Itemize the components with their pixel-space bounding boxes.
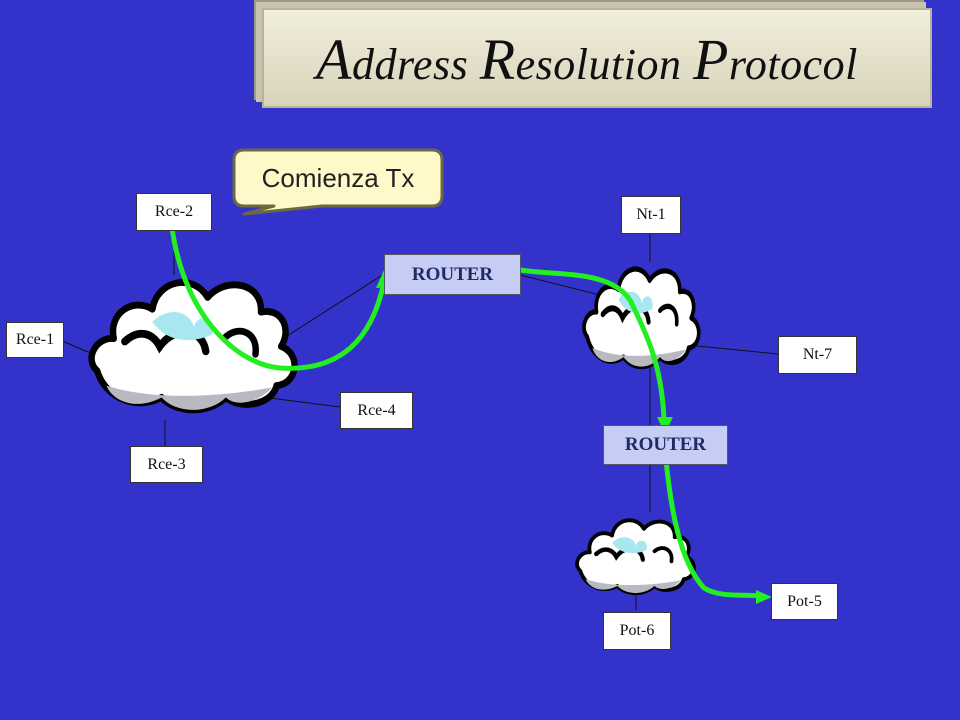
callout-bubble xyxy=(232,148,444,216)
page-title: Address Resolution Protocol xyxy=(316,27,858,92)
node-nt-7[interactable]: Nt-7 xyxy=(778,336,857,374)
node-rce-1[interactable]: Rce-1 xyxy=(6,322,64,358)
transmission-path xyxy=(169,225,763,599)
title-banner: Address Resolution Protocol xyxy=(262,8,932,108)
node-rce-2[interactable]: Rce-2 xyxy=(136,193,212,231)
cloud-network-nt xyxy=(584,269,699,366)
node-nt-1[interactable]: Nt-1 xyxy=(621,196,681,234)
node-pot-6[interactable]: Pot-6 xyxy=(603,612,671,650)
node-rce-3[interactable]: Rce-3 xyxy=(130,446,203,483)
router-1[interactable]: ROUTER xyxy=(384,254,521,295)
router-2[interactable]: ROUTER xyxy=(603,425,728,465)
node-pot-5[interactable]: Pot-5 xyxy=(771,583,838,620)
node-rce-4[interactable]: Rce-4 xyxy=(340,392,413,429)
callout-text: Comienza Tx xyxy=(261,162,415,193)
